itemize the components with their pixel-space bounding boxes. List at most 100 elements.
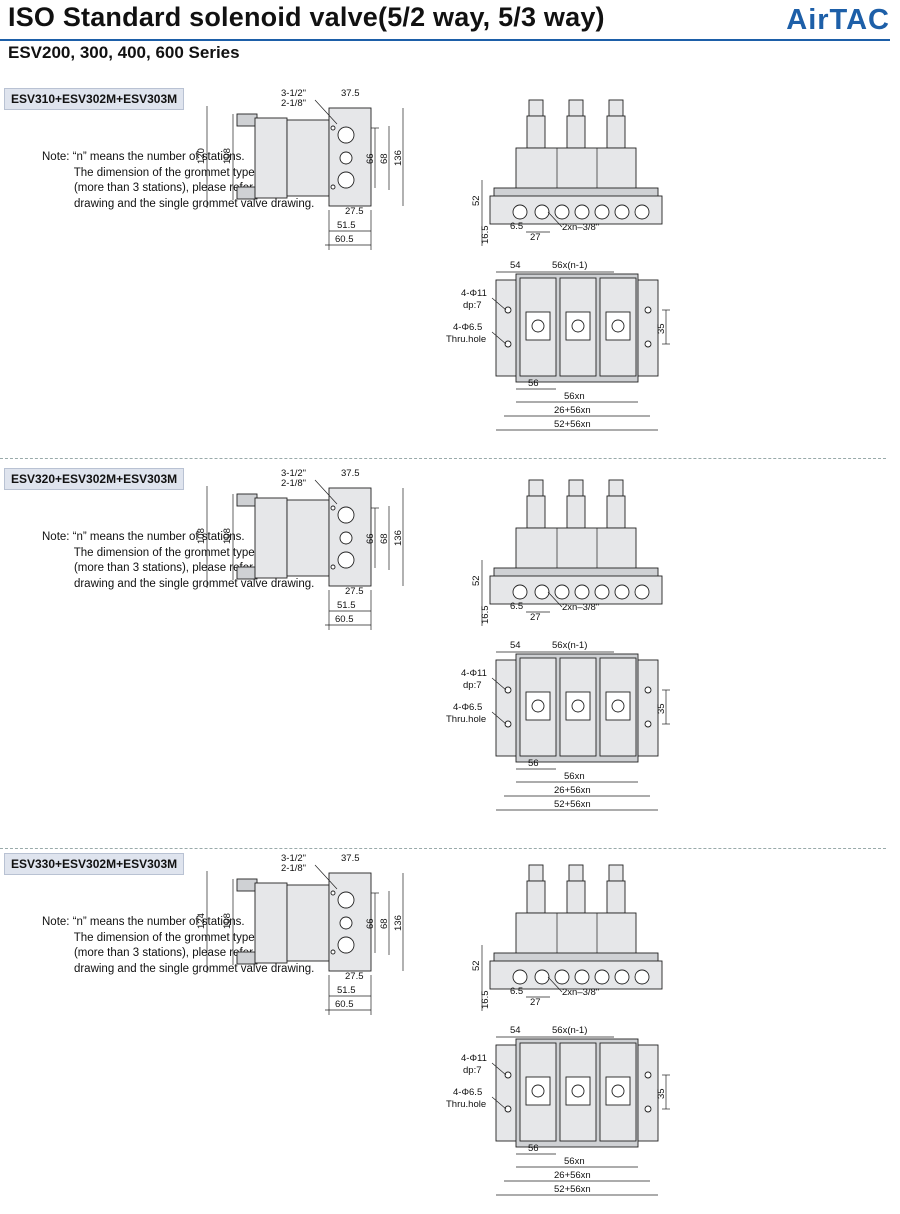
dim-37-5: 37.5 <box>341 853 360 864</box>
dim-hole1: 4-Φ11 <box>461 1053 487 1064</box>
dim-26-56xn: 26+56xn <box>554 785 591 796</box>
dim-68: 68 <box>379 533 390 544</box>
dim-h-outer: 120 <box>196 148 207 164</box>
dim-52: 52 <box>471 195 482 206</box>
solenoid-coils <box>526 479 626 529</box>
dim-port2: 2-1/8" <box>281 863 306 874</box>
front-view-drawing: 52 16.5 6.5 27 2xn–3/8" <box>471 99 663 246</box>
dim-56xn: 56xn <box>564 391 585 402</box>
section-label: ESV320+ESV302M+ESV303M <box>4 468 185 490</box>
dim-port2: 2-1/8" <box>281 98 306 109</box>
dim-52-56xn: 52+56xn <box>554 419 591 430</box>
dim-136: 136 <box>393 915 404 931</box>
dim-66: 66 <box>365 918 376 929</box>
top-view-drawing: 54 56x(n-1) 4-Φ11 dp:7 4-Φ6.5 Thru.hole … <box>446 640 670 811</box>
dim-thru: Thru.hole <box>446 1099 486 1110</box>
top-view-drawing: 54 56x(n-1) 4-Φ11 dp:7 4-Φ6.5 Thru.hole … <box>446 260 670 431</box>
dim-54: 54 <box>510 1025 521 1036</box>
dim-hole1: 4-Φ11 <box>461 288 487 299</box>
dim-16-5: 16.5 <box>480 606 491 625</box>
dim-depth: dp:7 <box>463 1065 482 1076</box>
section-label: ESV310+ESV302M+ESV303M <box>4 88 185 110</box>
dim-60-5: 60.5 <box>335 614 354 625</box>
dim-6-5: 6.5 <box>510 221 523 232</box>
title-rule <box>0 39 890 41</box>
dim-port1: 3-1/2" <box>281 468 306 479</box>
dim-h-inner: 108 <box>222 148 233 164</box>
dim-thread: 2xn–3/8" <box>562 987 599 998</box>
dim-56: 56 <box>528 1143 539 1154</box>
dim-hole1: 4-Φ11 <box>461 668 487 679</box>
front-view-drawing: 52 16.5 6.5 27 2xn–3/8" <box>471 864 663 1011</box>
dim-51-5: 51.5 <box>337 985 356 996</box>
dim-h-inner: 108 <box>222 528 233 544</box>
dim-27-5: 27.5 <box>345 971 364 982</box>
dim-26-56xn: 26+56xn <box>554 405 591 416</box>
dim-52: 52 <box>471 960 482 971</box>
side-view-drawing: 124 108 66 68 136 3-1/2" 2-1/8" 37.5 27.… <box>196 853 404 1015</box>
dim-37-5: 37.5 <box>341 468 360 479</box>
solenoid-coils <box>526 99 626 149</box>
dim-27: 27 <box>530 612 541 623</box>
dim-h-outer: 124 <box>196 913 207 929</box>
dim-35: 35 <box>656 323 667 334</box>
dim-27: 27 <box>530 232 541 243</box>
dim-52: 52 <box>471 575 482 586</box>
section-label: ESV330+ESV302M+ESV303M <box>4 853 185 875</box>
dim-port2: 2-1/8" <box>281 478 306 489</box>
page-title: ISO Standard solenoid valve(5/2 way, 5/3… <box>8 2 605 32</box>
dim-6-5: 6.5 <box>510 601 523 612</box>
dim-hole2: 4-Φ6.5 <box>453 322 482 333</box>
top-view-drawing: 54 56x(n-1) 4-Φ11 dp:7 4-Φ6.5 Thru.hole … <box>446 1025 670 1196</box>
dim-16-5: 16.5 <box>480 226 491 245</box>
dim-56: 56 <box>528 758 539 769</box>
valve-bodies <box>515 527 637 574</box>
dim-60-5: 60.5 <box>335 999 354 1010</box>
dim-35: 35 <box>656 1088 667 1099</box>
dim-51-5: 51.5 <box>337 220 356 231</box>
dim-68: 68 <box>379 153 390 164</box>
brand-logo: AirTAC <box>786 4 890 36</box>
dim-thread: 2xn–3/8" <box>562 222 599 233</box>
front-view-drawing: 52 16.5 6.5 27 2xn–3/8" <box>471 479 663 626</box>
valve-bodies <box>515 912 637 959</box>
dim-hole2: 4-Φ6.5 <box>453 702 482 713</box>
dim-27-5: 27.5 <box>345 586 364 597</box>
dim-52-56xn: 52+56xn <box>554 1184 591 1195</box>
dim-h-outer: 108 <box>196 528 207 544</box>
dim-hole2: 4-Φ6.5 <box>453 1087 482 1098</box>
valve-bodies <box>515 147 637 194</box>
dim-56xn: 56xn <box>564 1156 585 1167</box>
dim-thru: Thru.hole <box>446 334 486 345</box>
dim-68: 68 <box>379 918 390 929</box>
dim-port1: 3-1/2" <box>281 853 306 864</box>
dim-136: 136 <box>393 150 404 166</box>
section-note: Note: “n” means the number of stations. … <box>42 151 315 210</box>
section-divider <box>0 848 886 849</box>
side-view-drawing: 120 108 66 68 136 3-1/2" 2-1/8" 37.5 27.… <box>196 88 404 250</box>
dim-56xn: 56xn <box>564 771 585 782</box>
dim-thread: 2xn–3/8" <box>562 602 599 613</box>
dim-136: 136 <box>393 530 404 546</box>
dim-60-5: 60.5 <box>335 234 354 245</box>
side-view-drawing: 108 108 66 68 136 3-1/2" 2-1/8" 37.5 27.… <box>196 468 404 630</box>
dim-27-5: 27.5 <box>345 206 364 217</box>
solenoid-coils <box>526 864 626 914</box>
section-divider <box>0 458 886 459</box>
dim-pitch: 56x(n-1) <box>552 260 587 271</box>
section-note: Note: “n” means the number of stations. … <box>42 531 315 590</box>
dim-52-56xn: 52+56xn <box>554 799 591 810</box>
dim-56: 56 <box>528 378 539 389</box>
dim-26-56xn: 26+56xn <box>554 1170 591 1181</box>
dim-51-5: 51.5 <box>337 600 356 611</box>
dim-37-5: 37.5 <box>341 88 360 99</box>
dim-depth: dp:7 <box>463 680 482 691</box>
dim-27: 27 <box>530 997 541 1008</box>
dim-16-5: 16.5 <box>480 991 491 1010</box>
dim-35: 35 <box>656 703 667 714</box>
dim-66: 66 <box>365 153 376 164</box>
dim-port1: 3-1/2" <box>281 88 306 99</box>
dim-66: 66 <box>365 533 376 544</box>
dim-pitch: 56x(n-1) <box>552 640 587 651</box>
dim-54: 54 <box>510 640 521 651</box>
